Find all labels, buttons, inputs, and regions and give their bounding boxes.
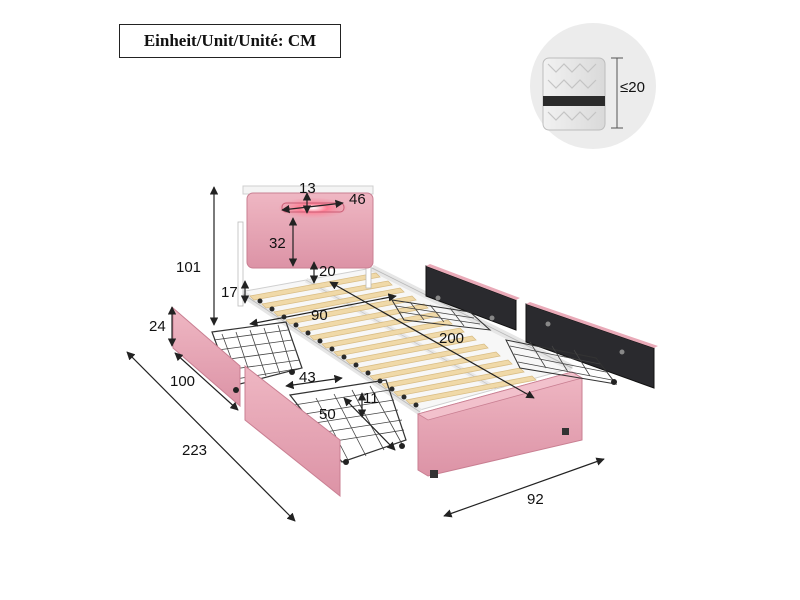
dim-light-strip-length: 46: [349, 191, 366, 208]
dim-light-strip-width: 13: [299, 180, 316, 197]
dim-headboard-panel-height: 32: [269, 235, 286, 252]
dim-side-drawer-length: 100: [170, 373, 195, 390]
dim-overall-length: 223: [182, 442, 207, 459]
dimension-lines: [126, 57, 623, 522]
dim-side-drawer-height: 24: [149, 318, 166, 335]
dim-front-drawer-width: 43: [299, 369, 316, 386]
dim-front-drawer-depth: 50: [319, 406, 336, 423]
led-light-strip: [279, 198, 347, 218]
unit-label: Einheit/Unit/Unité: CM: [119, 24, 341, 58]
dim-leg-clearance: 20: [319, 263, 336, 280]
mattress-thickness-label: ≤20: [620, 79, 645, 96]
dim-overall-width: 92: [527, 491, 544, 508]
side-drawer-left: [172, 306, 303, 408]
mattress-illustration: [542, 57, 606, 131]
dim-inner-width: 90: [311, 307, 328, 324]
dim-frame-height: 17: [221, 284, 238, 301]
dimension-labels: 13 46 32 101 20 17 24 100 223 43 50 11 9…: [149, 180, 544, 508]
dim-headboard-total-height: 101: [176, 259, 201, 276]
dim-front-drawer-height: 11: [363, 390, 379, 407]
mattress-inset: ≤20: [530, 23, 656, 149]
dim-inner-length: 200: [439, 330, 464, 347]
right-drawer-front: [505, 302, 658, 389]
